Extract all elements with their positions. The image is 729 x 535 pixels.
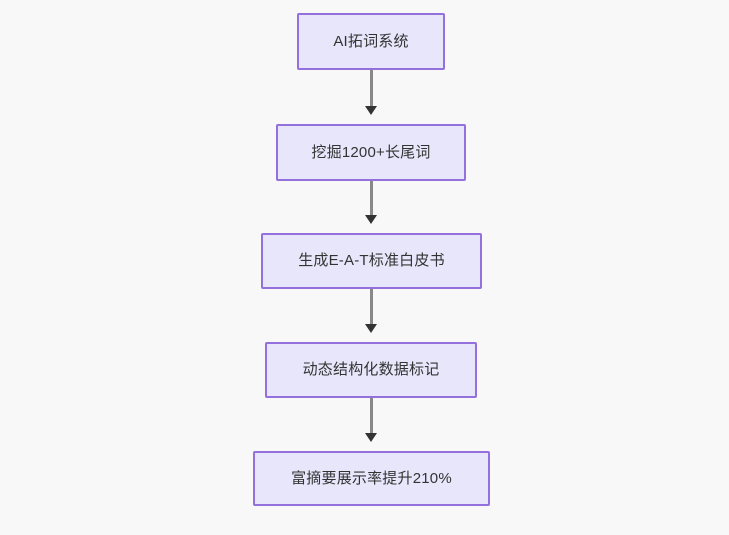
flow-node-label: 动态结构化数据标记 bbox=[302, 361, 440, 378]
flow-node-label: 生成E-A-T标准白皮书 bbox=[298, 252, 445, 269]
flow-node-mine-longtail-keywords[interactable]: 挖掘1200+长尾词 bbox=[276, 124, 466, 181]
connector-line-1 bbox=[370, 70, 373, 106]
flow-node-label: AI拓词系统 bbox=[333, 32, 409, 50]
flow-node-label: 挖掘1200+长尾词 bbox=[311, 143, 431, 161]
flow-node-generate-eat-whitepaper[interactable]: 生成E-A-T标准白皮书 bbox=[261, 233, 482, 289]
flow-node-rich-snippet-rate-increase[interactable]: 富摘要展示率提升210% bbox=[253, 451, 490, 506]
arrowhead-1 bbox=[365, 106, 377, 115]
flow-node-label: 富摘要展示率提升210% bbox=[291, 469, 452, 487]
arrowhead-3 bbox=[365, 324, 377, 333]
connector-line-4 bbox=[370, 398, 373, 433]
arrowhead-4 bbox=[365, 433, 377, 442]
flow-node-dynamic-structured-data-markup[interactable]: 动态结构化数据标记 bbox=[265, 342, 477, 398]
flow-node-ai-keyword-system[interactable]: AI拓词系统 bbox=[297, 13, 445, 70]
connector-line-3 bbox=[370, 289, 373, 324]
connector-line-2 bbox=[370, 181, 373, 215]
arrowhead-2 bbox=[365, 215, 377, 224]
